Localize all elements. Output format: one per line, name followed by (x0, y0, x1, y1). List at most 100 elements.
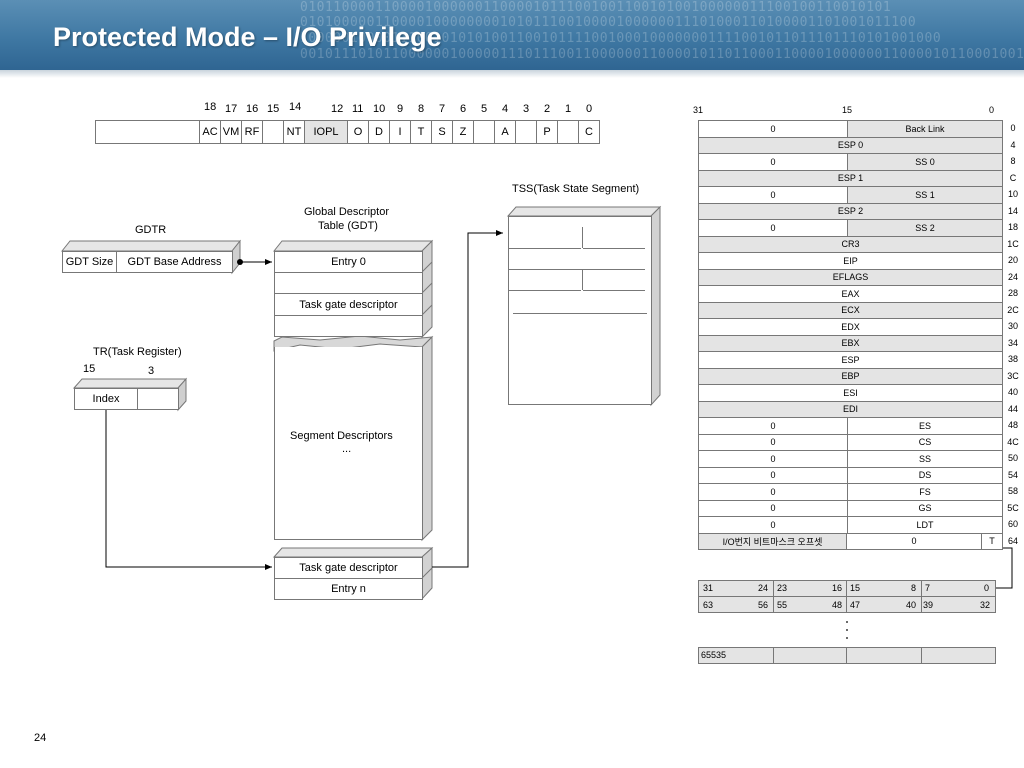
tr-index-cell: Index (74, 388, 138, 410)
gdtr-size-cell: GDT Size (62, 251, 117, 273)
tss-row-reserved: 0 (698, 516, 848, 534)
gdt-entry-n: Entry n (274, 578, 423, 600)
eflags-empty-cell (473, 120, 495, 144)
eflags-flag-cell: T (410, 120, 432, 144)
bit-number: 9 (397, 103, 404, 115)
tss-row-field: ESP 2 (698, 202, 1003, 220)
eflags-flag-cell: RF (241, 120, 263, 144)
gdt-task-gate-descriptor-n: Task gate descriptor (274, 557, 423, 579)
tss-row-field: ESP 1 (698, 169, 1003, 187)
tss-row-field: EBP (698, 367, 1003, 385)
io-bitmap-last-label: 65535 (701, 650, 727, 660)
io-bit: 16 (832, 583, 843, 593)
gdt-entry (274, 272, 423, 294)
banner-binary-line: 1000001000011100101010100110010111100100… (300, 31, 942, 46)
gdt-task-gate-descriptor: Task gate descriptor (274, 293, 423, 316)
tss-offset: 2C (1007, 304, 1019, 315)
tss-box (508, 216, 652, 405)
tss-offset: 44 (1007, 403, 1018, 414)
bit-number: 17 (225, 103, 238, 115)
bit-number: 11 (352, 103, 364, 115)
tss-row-selector: Back Link (847, 120, 1003, 138)
bit-number: 6 (460, 103, 467, 115)
tr-label: TR(Task Register) (93, 346, 182, 358)
bit-number: 18 (204, 101, 217, 113)
tss-bit-15: 15 (842, 105, 853, 115)
tss-row-reserved: 0 (698, 433, 848, 451)
gdt-title: Global Descriptor (304, 206, 389, 218)
tss-row-field: EDX (698, 318, 1003, 336)
io-bit: 56 (758, 600, 769, 610)
eflags-flag-cell: P (536, 120, 558, 144)
tss-offset: 38 (1007, 354, 1018, 364)
eflags-empty-cell (262, 120, 284, 144)
tss-offset: 48 (1007, 420, 1018, 430)
io-bit: 15 (850, 583, 861, 593)
eflags-empty-cell (515, 120, 537, 144)
tss-offset: 40 (1007, 387, 1018, 397)
io-bit: 8 (911, 583, 917, 593)
gdt-entry (274, 315, 423, 337)
tss-row-selector: SS 2 (847, 219, 1003, 237)
eflags-iopl-cell: IOPL (304, 120, 348, 144)
tss-offset: 4 (1010, 139, 1016, 150)
tss-offset: 64 (1007, 535, 1018, 546)
io-bit: 48 (832, 600, 843, 610)
tss-offset: 50 (1007, 453, 1018, 463)
tss-offset: 34 (1007, 337, 1018, 348)
tr-bit-high: 15 (83, 363, 96, 375)
bit-number: 2 (544, 103, 551, 115)
tss-row-value: 0 (846, 532, 982, 550)
tss-row-reserved: 0 (698, 153, 848, 171)
tss-offset: C (1009, 172, 1017, 183)
bit-number: 12 (331, 103, 344, 115)
tss-bit-0: 0 (989, 105, 995, 115)
eflags-flag-cell: NT (283, 120, 305, 144)
tss-row-selector: ES (847, 417, 1003, 435)
tss-row-field: ESP 0 (698, 136, 1003, 154)
tss-row-reserved: 0 (698, 186, 848, 204)
tss-row-reserved: 0 (698, 483, 848, 501)
tss-row-field: EAX (698, 285, 1003, 303)
tss-offset: 1C (1007, 238, 1019, 249)
tss-offset: 20 (1007, 255, 1018, 265)
eflags-flag-cell: A (494, 120, 516, 144)
eflags-flag-cell: Z (452, 120, 474, 144)
io-bit: 7 (925, 583, 931, 593)
tss-row-reserved: 0 (698, 499, 848, 517)
bit-number: 14 (289, 101, 302, 113)
banner-binary-line: 0010111010110000001000001110111001100000… (300, 47, 1024, 62)
tss-label: TSS(Task State Segment) (512, 183, 640, 195)
eflags-empty-cell (557, 120, 579, 144)
bit-number: 5 (481, 103, 488, 115)
tss-row-field: EIP (698, 252, 1003, 270)
bit-number: 0 (586, 103, 593, 115)
bit-number: 15 (267, 103, 280, 115)
io-bit: 23 (777, 583, 788, 593)
page-number: 24 (34, 732, 47, 744)
io-bit: 63 (703, 600, 714, 610)
tss-offset: 8 (1010, 156, 1016, 166)
tss-offset: 58 (1007, 486, 1018, 496)
tss-row-selector: SS 1 (847, 186, 1003, 204)
bit-number: 16 (246, 103, 259, 115)
eflags-flag-cell: D (368, 120, 390, 144)
bit-number: 8 (418, 103, 425, 115)
tss-row-selector: FS (847, 483, 1003, 501)
slide-title: Protected Mode – I/O Privilege (53, 22, 442, 52)
io-bitmap-last-row (698, 647, 996, 664)
tss-row-field: ESI (698, 384, 1003, 402)
eflags-flag-cell: AC (199, 120, 221, 144)
tss-offset: 30 (1007, 321, 1018, 331)
tss-row-selector: LDT (847, 516, 1003, 534)
tss-row-field: EDI (698, 400, 1003, 418)
tr-rpl-cell (137, 388, 179, 410)
gdtr-base-cell: GDT Base Address (116, 251, 233, 273)
tss-row-selector: CS (847, 433, 1003, 451)
tss-row-field: EBX (698, 334, 1003, 352)
tss-row-reserved: 0 (698, 450, 848, 468)
tss-row-field: CR3 (698, 235, 1003, 253)
banner-binary-line: 0101000001100001000000001010111001000010… (300, 15, 917, 30)
io-bit: 40 (906, 600, 917, 610)
